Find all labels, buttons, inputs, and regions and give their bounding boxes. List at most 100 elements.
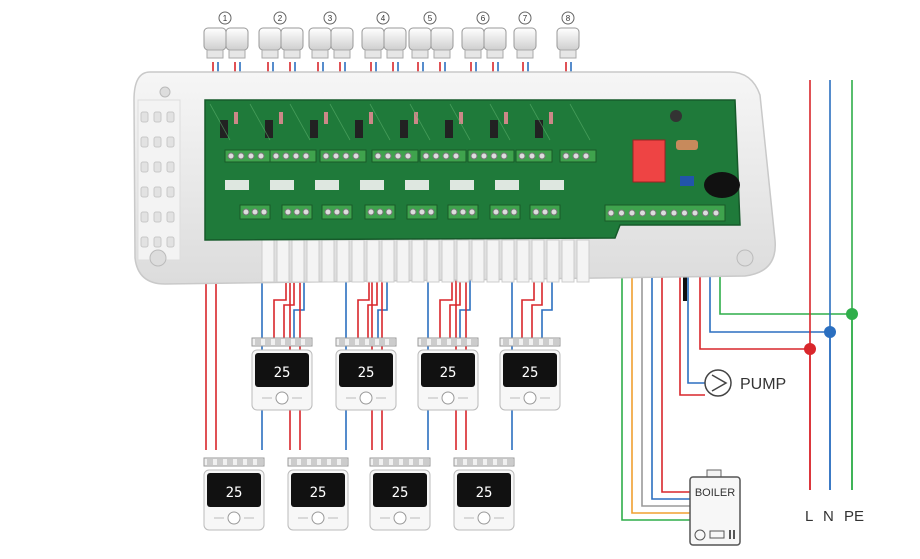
thermostat-temp: 25	[476, 485, 493, 501]
thermostat-terminal-strip	[499, 337, 561, 347]
boiler-wire-red	[661, 221, 690, 493]
thermostat: 25	[369, 457, 431, 531]
terminal-screw	[618, 209, 625, 217]
strip-contact	[451, 339, 457, 345]
actuator-base	[411, 49, 429, 59]
mount-slot	[153, 161, 162, 173]
terminal-screw	[284, 208, 292, 216]
actuator-number: 5	[428, 14, 433, 23]
strip-contact	[207, 459, 213, 465]
thermostat-knob	[359, 391, 373, 405]
strip-contact	[285, 339, 291, 345]
strip-contact	[533, 339, 539, 345]
thermostat-temp: 25	[358, 365, 375, 381]
mount-screw-top-left	[159, 86, 171, 98]
actuator-icon	[556, 27, 580, 51]
thermostat-terminal-strip	[453, 457, 515, 467]
actuator-group: 3	[308, 11, 354, 59]
pump: PUMP	[704, 369, 786, 397]
terminal-screw	[237, 152, 245, 160]
mount-slot	[166, 211, 175, 223]
thermostat-screen	[207, 473, 261, 507]
thermostat-temp: 25	[440, 365, 457, 381]
label-n: N	[823, 508, 834, 525]
strip-contact	[247, 459, 253, 465]
diode	[400, 120, 408, 138]
terminal-screw	[227, 152, 235, 160]
terminal-screw	[582, 152, 590, 160]
junction-n	[824, 326, 836, 338]
strip-contact	[543, 339, 549, 345]
silkscreen-label	[360, 180, 384, 190]
thermostat: 25	[453, 457, 515, 531]
terminal-screw	[538, 152, 546, 160]
strip-contact	[305, 339, 311, 345]
terminal-screw	[384, 152, 392, 160]
terminal-screw	[649, 209, 657, 217]
actuator-icon	[203, 27, 227, 51]
silkscreen-label	[225, 180, 249, 190]
mount-slot	[140, 161, 149, 173]
actuator-icon	[225, 27, 249, 51]
terminal-screw	[470, 152, 478, 160]
thermostat-temp: 25	[310, 485, 327, 501]
thermostat-terminal-strip	[203, 457, 265, 467]
cable-clamp	[276, 239, 290, 283]
actuator-icon	[258, 27, 282, 51]
actuator-base	[386, 49, 404, 59]
terminal-screw	[442, 152, 450, 160]
terminal-screw	[510, 208, 518, 216]
strip-contact	[291, 459, 297, 465]
terminal-screw	[260, 208, 268, 216]
junction-pe	[846, 308, 858, 320]
actuator-group: 7	[513, 11, 537, 59]
thermostat-knob	[477, 511, 491, 525]
actuator-icon	[513, 27, 537, 51]
boiler-wire-orange	[631, 221, 690, 514]
pcb-trace	[209, 103, 231, 141]
actuator-number: 8	[566, 14, 571, 23]
resistor-small	[459, 112, 463, 124]
strip-contact	[497, 459, 503, 465]
terminal-screw	[607, 209, 615, 217]
cable-clamp	[426, 239, 440, 283]
actuator-number: 6	[481, 14, 486, 23]
silkscreen-label	[450, 180, 474, 190]
strip-contact	[467, 459, 473, 465]
resistor-small	[369, 112, 373, 124]
terminal-screw	[528, 152, 536, 160]
boiler-wire-green	[621, 221, 690, 521]
actuator-base	[261, 49, 279, 59]
terminal-screw	[409, 208, 417, 216]
strip-contact	[431, 339, 437, 345]
strip-contact	[503, 339, 509, 345]
cable-clamp	[561, 239, 575, 283]
resistor-small	[234, 112, 238, 124]
terminal-screw	[660, 209, 667, 217]
pcb-trace	[289, 103, 311, 141]
terminal-screw	[385, 208, 393, 216]
silkscreen-label	[495, 180, 519, 190]
cable-clamp	[546, 239, 560, 283]
housing-mount-slots	[140, 111, 175, 248]
actuator-number-badge	[423, 11, 437, 25]
terminal-screw	[247, 152, 255, 160]
terminal-screw	[292, 152, 300, 160]
thermostat: 25	[287, 457, 349, 531]
actuator-number: 1	[223, 14, 228, 23]
strip-contact	[471, 339, 477, 345]
mount-slot	[166, 161, 175, 173]
terminal-screw	[562, 152, 570, 160]
strip-contact	[457, 459, 463, 465]
terminal-screw	[418, 208, 426, 216]
thermostat-terminal-strip	[251, 337, 313, 347]
actuator-icon	[483, 27, 507, 51]
thermostat-knob	[523, 391, 537, 405]
thermostat: 25	[203, 457, 265, 531]
actuator-number-badge	[518, 11, 532, 25]
label-pe: PE	[844, 508, 864, 525]
actuator-base	[364, 49, 382, 59]
actuator-base	[228, 49, 246, 59]
actuator-icon	[361, 27, 385, 51]
terminal-screw	[639, 209, 646, 217]
